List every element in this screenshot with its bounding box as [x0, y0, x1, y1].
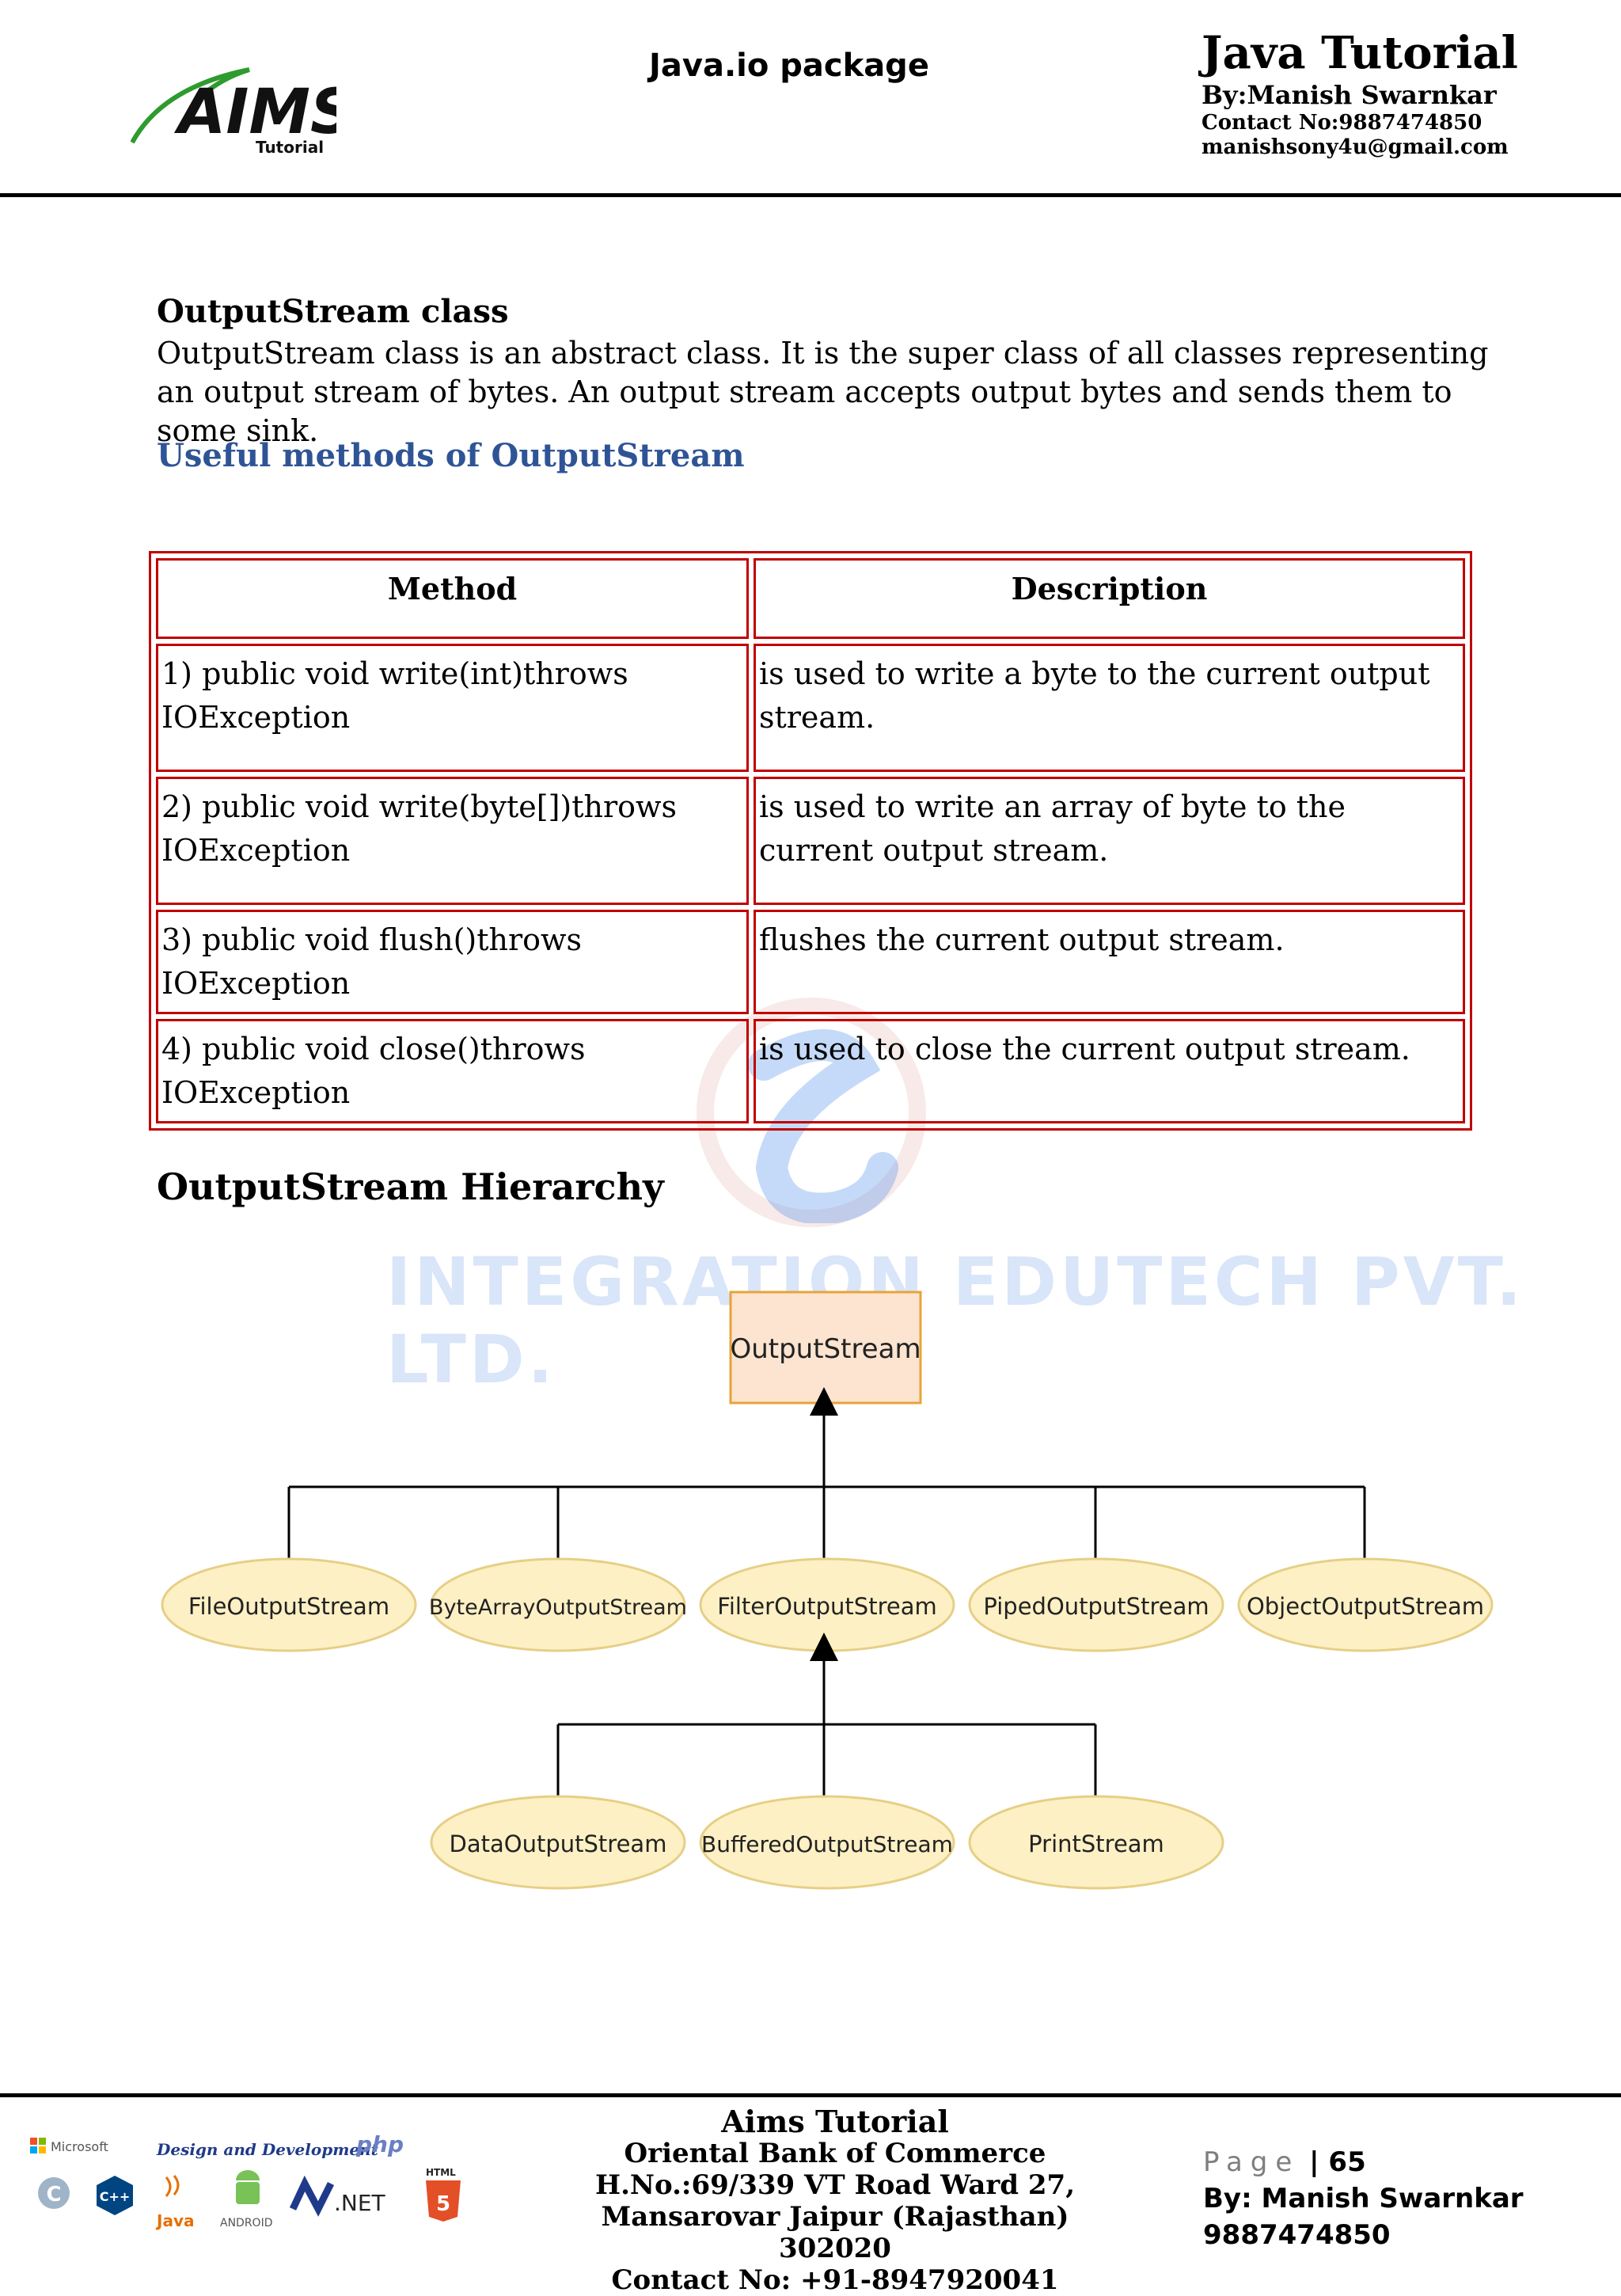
node-label: ObjectOutputStream [1247, 1593, 1484, 1620]
node-label: ByteArrayOutputStream [429, 1595, 687, 1620]
svg-text:C: C [46, 2183, 61, 2207]
header-email: manishsony4u@gmail.com [1202, 135, 1509, 159]
svg-text:HTML: HTML [426, 2167, 456, 2178]
footer-right: Page | 65 By: Manish Swarnkar 9887474850 [1203, 2144, 1524, 2253]
cpp-icon: C++ [97, 2176, 133, 2215]
section-heading: OutputStream class [157, 293, 509, 330]
description-cell: is used to write a byte to the current o… [754, 644, 1465, 772]
table-row: 1) public void write(int)throws IOExcept… [156, 644, 1465, 772]
hierarchy-heading: OutputStream Hierarchy [157, 1165, 664, 1208]
node-label: FilterOutputStream [717, 1593, 936, 1620]
description-cell: is used to close the current output stre… [754, 1019, 1465, 1123]
node-object-output-stream [1237, 1557, 1494, 1652]
svg-text:Microsoft: Microsoft [51, 2139, 108, 2154]
node-label: PipedOutputStream [983, 1593, 1209, 1620]
technology-logos: Microsoft Design and Development php C C… [30, 2131, 461, 2230]
header-contact: Contact No:9887474850 [1202, 110, 1482, 135]
node-label: FileOutputStream [188, 1593, 389, 1620]
page-indicator: Page | 65 [1203, 2146, 1366, 2178]
page-label: Page [1203, 2146, 1300, 2178]
description-cell: is used to write an array of byte to the… [754, 777, 1465, 905]
node-buffered-output-stream [699, 1795, 955, 1890]
footer-line: Mansarovar Jaipur (Rajasthan) 302020 [601, 2201, 1069, 2264]
method-cell: 1) public void write(int)throws IOExcept… [156, 644, 749, 772]
android-icon: ANDROID [220, 2170, 273, 2229]
c-language-icon: C [38, 2177, 70, 2209]
header-center-title: Java.io package [649, 48, 929, 84]
node-label: BufferedOutputStream [701, 1831, 953, 1857]
php-icon: php [355, 2131, 404, 2157]
watermark-text: INTEGRATION EDUTECH PVT. LTD. [386, 1243, 1525, 1398]
logo-sub: Tutorial [256, 138, 324, 157]
design-development-label: Design and Development [156, 2140, 379, 2159]
svg-text:.NET: .NET [334, 2190, 386, 2216]
header-author: By:Manish Swarnkar [1202, 80, 1497, 111]
footer-line: Oriental Bank of Commerce [624, 2138, 1046, 2169]
node-file-output-stream [161, 1557, 417, 1652]
footer-author: By: Manish Swarnkar [1203, 2183, 1524, 2214]
footer-phone: 9887474850 [1203, 2219, 1391, 2251]
node-byte-array-output-stream [430, 1557, 686, 1652]
description-cell: flushes the current output stream. [754, 910, 1465, 1014]
table-header-description: Description [754, 558, 1465, 639]
microsoft-icon: Microsoft [30, 2138, 108, 2154]
footer-divider [0, 2093, 1621, 2097]
method-cell: 3) public void flush()throws IOException [156, 910, 749, 1014]
hierarchy-diagram: OutputStream FileOutputStream ByteArrayO… [161, 1291, 1494, 1890]
method-cell: 2) public void write(byte[])throws IOExc… [156, 777, 749, 905]
header-right-title: Java Tutorial [1202, 27, 1518, 79]
root-node [729, 1291, 922, 1405]
footer-address: Aims Tutorial Oriental Bank of Commerce … [554, 2106, 1116, 2296]
table-row: 2) public void write(byte[])throws IOExc… [156, 777, 1465, 905]
header-right: Java Tutorial By:Manish Swarnkar Contact… [1202, 27, 1518, 160]
page-number: 65 [1328, 2146, 1366, 2178]
footer-line: Aims Tutorial [721, 2104, 949, 2139]
java-icon: Java [155, 2175, 194, 2230]
watermark-swirl-icon [748, 1029, 898, 1223]
footer-line: Contact No: +91-8947920041 [611, 2264, 1059, 2296]
dotnet-icon: .NET [289, 2175, 386, 2217]
table-header-method: Method [156, 558, 749, 639]
node-label: PrintStream [1028, 1830, 1164, 1857]
html5-icon: HTML 5 [426, 2167, 461, 2222]
method-cell: 4) public void close()throws IOException [156, 1019, 749, 1123]
node-print-stream [968, 1795, 1224, 1890]
methods-table: Method Description 1) public void write(… [149, 551, 1472, 1131]
section-paragraph: OutputStream class is an abstract class.… [157, 336, 1489, 448]
node-label: DataOutputStream [450, 1830, 667, 1857]
svg-text:ANDROID: ANDROID [220, 2217, 273, 2229]
logo-text: AIMS [173, 77, 336, 148]
node-data-output-stream [430, 1795, 686, 1890]
methods-heading: Useful methods of OutputStream [157, 437, 745, 474]
svg-text:C++: C++ [100, 2189, 131, 2204]
aims-logo: AIMS Tutorial [131, 67, 336, 157]
header-divider [0, 193, 1621, 197]
svg-text:5: 5 [436, 2192, 450, 2216]
node-piped-output-stream [968, 1557, 1224, 1652]
table-header-row: Method Description [156, 558, 1465, 639]
table-row: 3) public void flush()throws IOException… [156, 910, 1465, 1014]
footer-line: H.No.:69/339 VT Road Ward 27, [594, 2169, 1076, 2201]
svg-text:Java: Java [155, 2211, 194, 2230]
table-row: 4) public void close()throws IOException… [156, 1019, 1465, 1123]
root-node-label: OutputStream [730, 1333, 921, 1365]
